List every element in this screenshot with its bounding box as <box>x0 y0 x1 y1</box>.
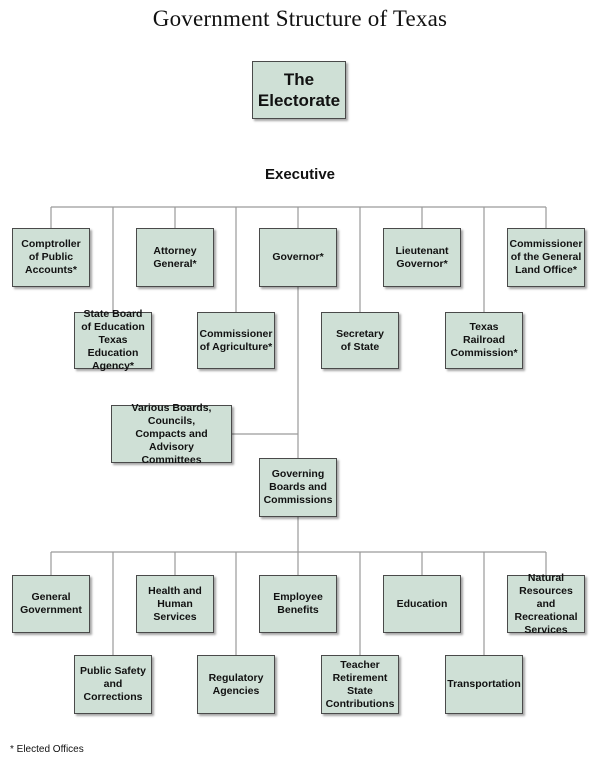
chart-title: Government Structure of Texas <box>152 6 448 31</box>
railroad-commission-box: Texas Railroad Commission* <box>445 312 523 369</box>
governing-boards-box: Governing Boards and Commissions <box>259 458 337 517</box>
education-box: Education <box>383 575 461 633</box>
executive-label: Executive <box>264 166 336 183</box>
natural-resources-box: Natural Resources and Recreational Servi… <box>507 572 585 636</box>
regulatory-agencies-box: Regulatory Agencies <box>197 655 275 714</box>
transportation-box: Transportation <box>445 655 523 714</box>
agriculture-commissioner-box: Commissioner of Agriculture* <box>197 312 275 369</box>
attorney-general-box: Attorney General* <box>136 228 214 287</box>
footnote: * Elected Offices <box>10 744 84 755</box>
teacher-retirement-box: Teacher Retirement State Contributions <box>321 655 399 714</box>
land-office-commissioner-box: Commissioner of the General Land Office* <box>507 228 585 287</box>
electorate-box: The Electorate <box>252 61 346 119</box>
general-government-box: General Government <box>12 575 90 633</box>
various-boards-box: Various Boards, Councils, Compacts and A… <box>111 402 232 466</box>
secretary-of-state-box: Secretary of State <box>321 312 399 369</box>
governor-box: Governor* <box>259 228 337 287</box>
health-human-services-box: Health and Human Services <box>136 575 214 633</box>
employee-benefits-box: Employee Benefits <box>259 575 337 633</box>
lieutenant-governor-box: Lieutenant Governor* <box>383 228 461 287</box>
comptroller-box: Comptroller of Public Accounts* <box>12 228 90 287</box>
state-board-education-box: State Board of Education Texas Education… <box>74 308 152 372</box>
public-safety-box: Public Safety and Corrections <box>74 655 152 714</box>
